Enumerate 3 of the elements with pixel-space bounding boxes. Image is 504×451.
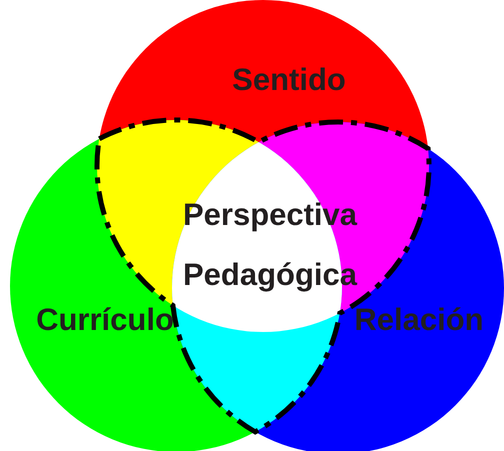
circle-label: Currículo <box>35 301 175 339</box>
circle-label: Relación <box>353 301 485 339</box>
circle-label: Sentido <box>231 61 347 99</box>
